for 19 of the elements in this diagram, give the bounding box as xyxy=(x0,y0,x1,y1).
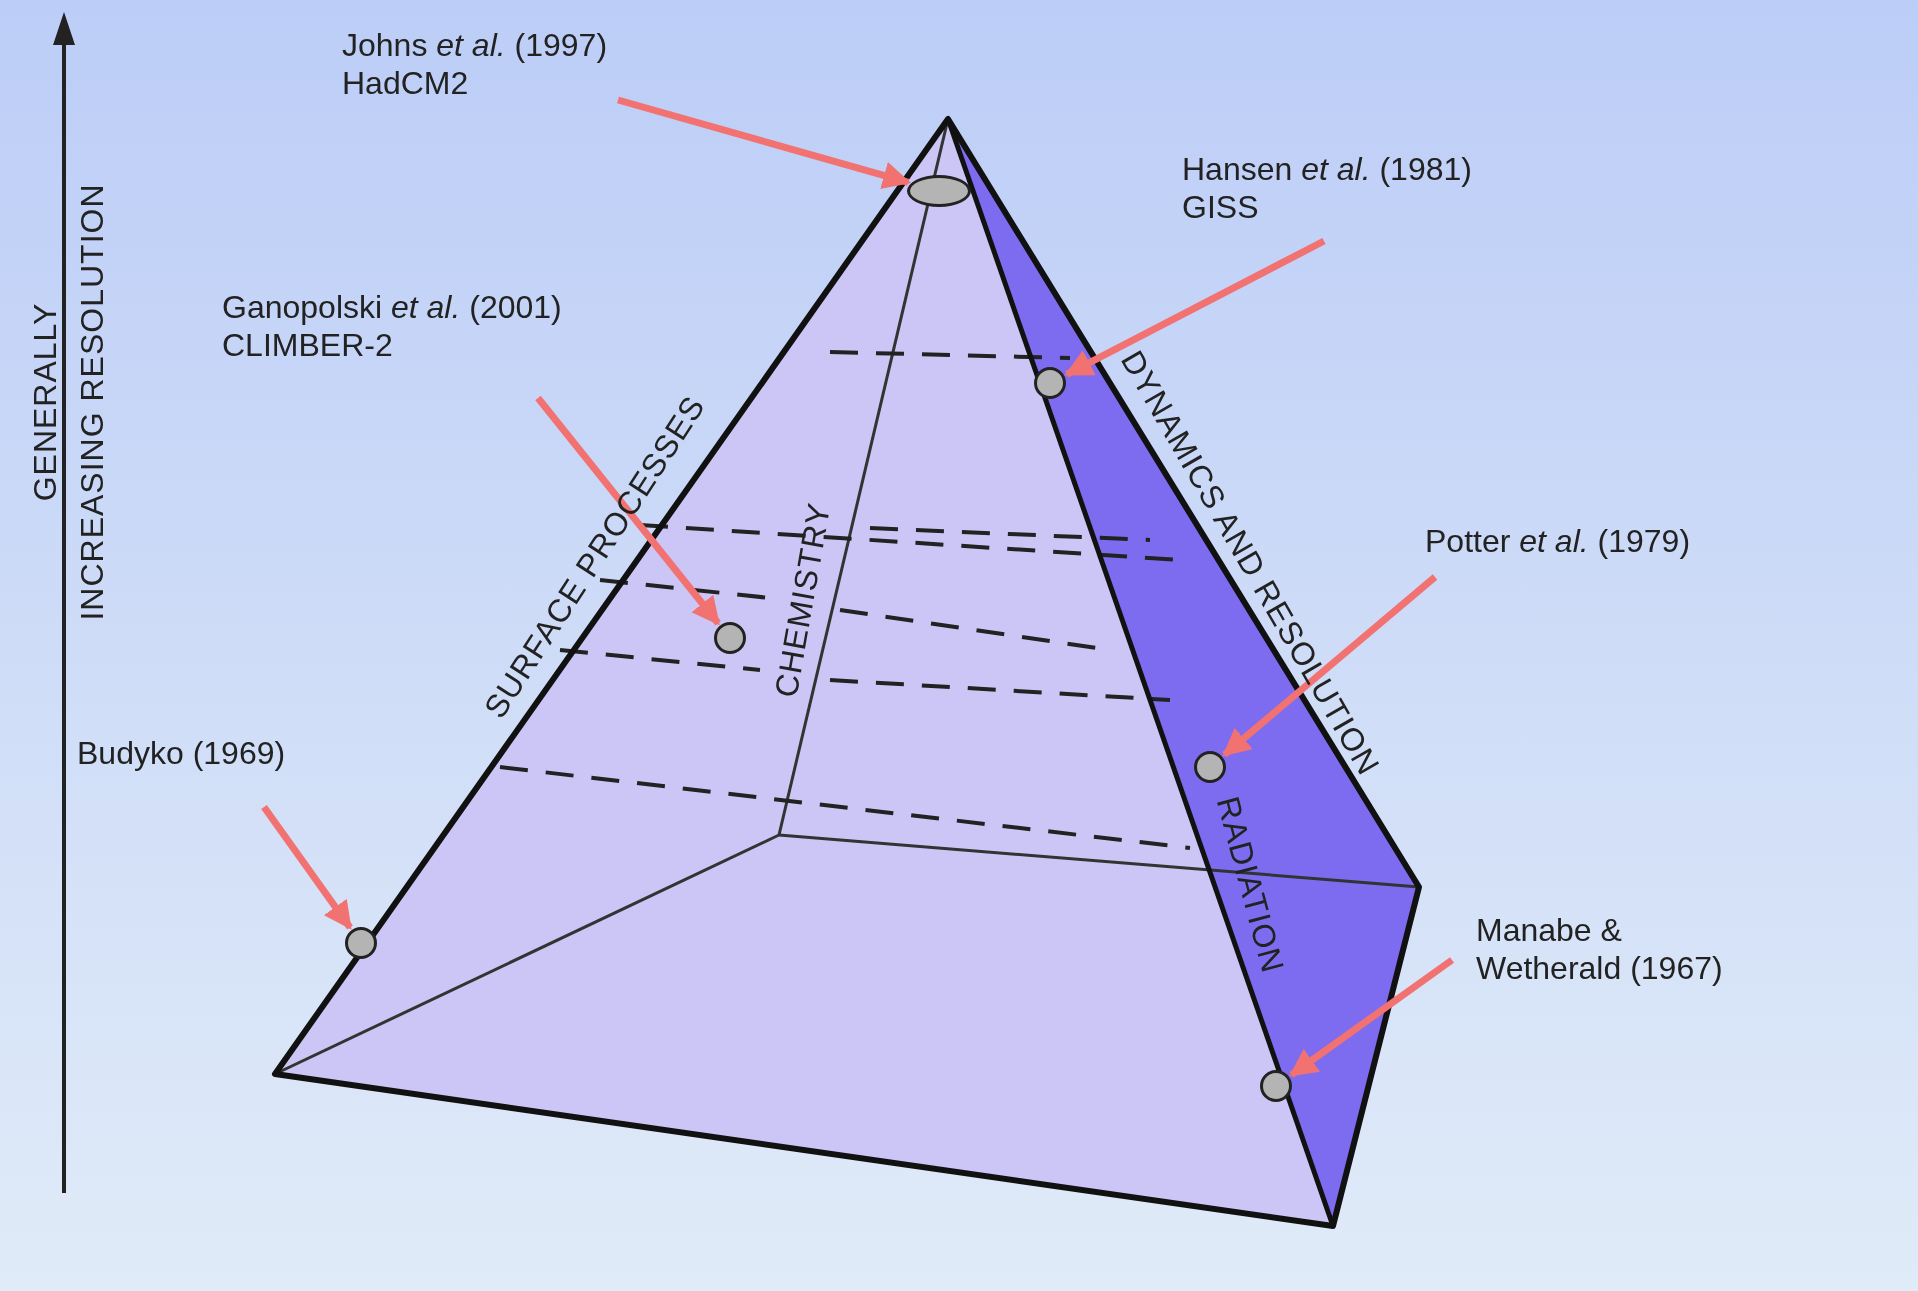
citation-text: HadCM2 xyxy=(342,64,470,102)
citation-text: GISS xyxy=(1182,188,1260,226)
arrow xyxy=(1289,957,1455,1078)
citation-text: Ganopolski et al. (2001) xyxy=(222,288,562,326)
citation-text: CLIMBER-2 xyxy=(222,326,394,364)
arrow xyxy=(1222,574,1438,758)
citation-text: Hansen et al. (1981) xyxy=(1182,150,1472,188)
citation-text: Manabe & Wetherald (1967) xyxy=(1476,911,1746,987)
marker-dot xyxy=(345,927,377,959)
arrow xyxy=(261,804,353,930)
citation-text: Johns et al. (1997) xyxy=(342,26,608,64)
arrow xyxy=(1064,237,1326,378)
citation-text: Budyko (1969) xyxy=(77,734,286,772)
axis-label: GENERALLY xyxy=(26,302,64,502)
arrow xyxy=(535,395,721,626)
citation-text: Potter et al. (1979) xyxy=(1425,522,1691,560)
axis-label: INCREASING RESOLUTION xyxy=(73,183,111,621)
arrow xyxy=(617,96,911,189)
face-label: CHEMISTRY xyxy=(767,499,839,701)
